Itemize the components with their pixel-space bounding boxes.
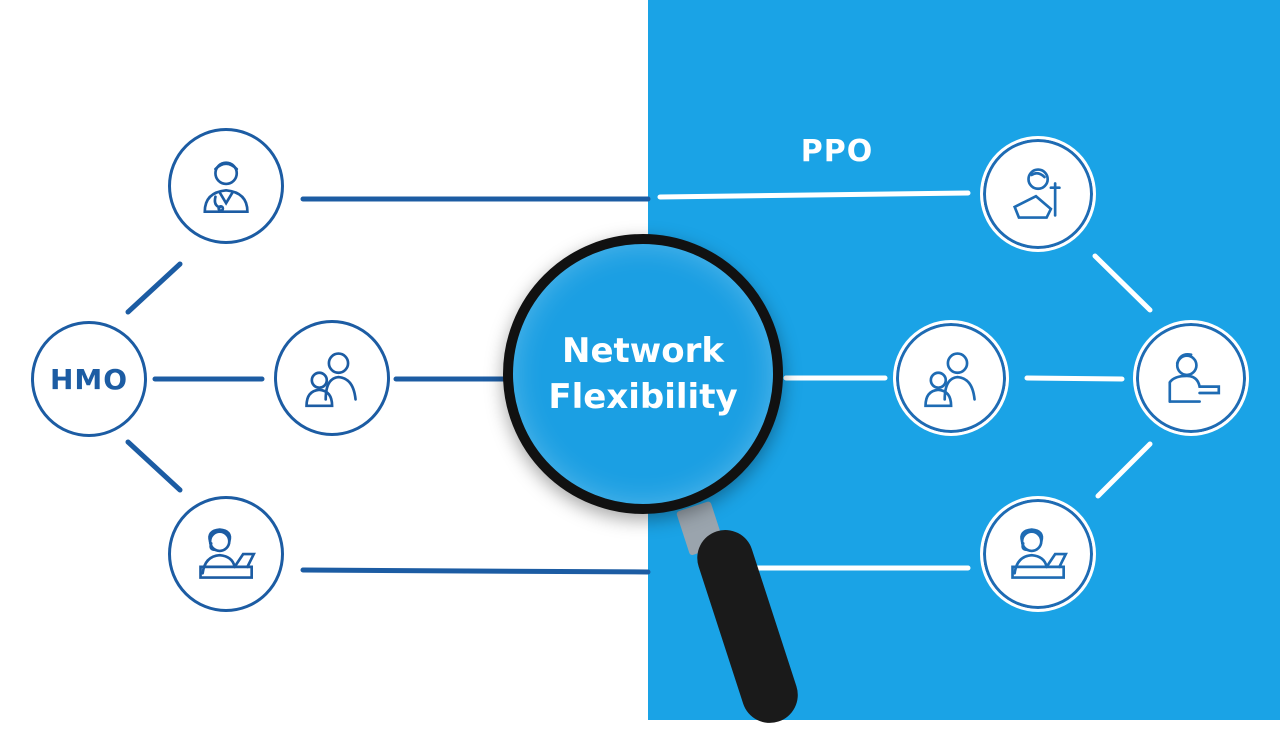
connector-line (1024, 375, 1125, 382)
center-title-line-2: Flexibility (548, 377, 738, 417)
specialist-icon (1168, 352, 1221, 403)
connector-line (125, 261, 183, 315)
parent-child-icon (924, 352, 976, 408)
parent-child-node-left (274, 320, 390, 436)
center-title-line-1: Network (562, 331, 724, 371)
connector-line (300, 567, 651, 575)
receptionist-node-left (168, 496, 284, 612)
dentist-node (980, 136, 1096, 252)
connector-line (1092, 253, 1153, 313)
receptionist-icon (199, 528, 256, 579)
connector-line (657, 190, 971, 200)
receptionist-node-right (980, 496, 1096, 612)
parent-child-node-right (893, 320, 1009, 436)
ppo-label: PPO (800, 134, 874, 169)
hmo-node: HMO (31, 321, 147, 437)
receptionist-icon (1011, 528, 1068, 579)
magnifier-lens: Network Flexibility (503, 234, 783, 514)
hmo-label: HMO (49, 362, 129, 396)
connector-line (125, 439, 183, 493)
parent-child-icon (305, 352, 357, 408)
dentist-icon (1012, 168, 1061, 219)
doctor-icon (203, 161, 249, 213)
connector-line (1095, 441, 1153, 499)
doctor-node (168, 128, 284, 244)
specialist-node (1133, 320, 1249, 436)
